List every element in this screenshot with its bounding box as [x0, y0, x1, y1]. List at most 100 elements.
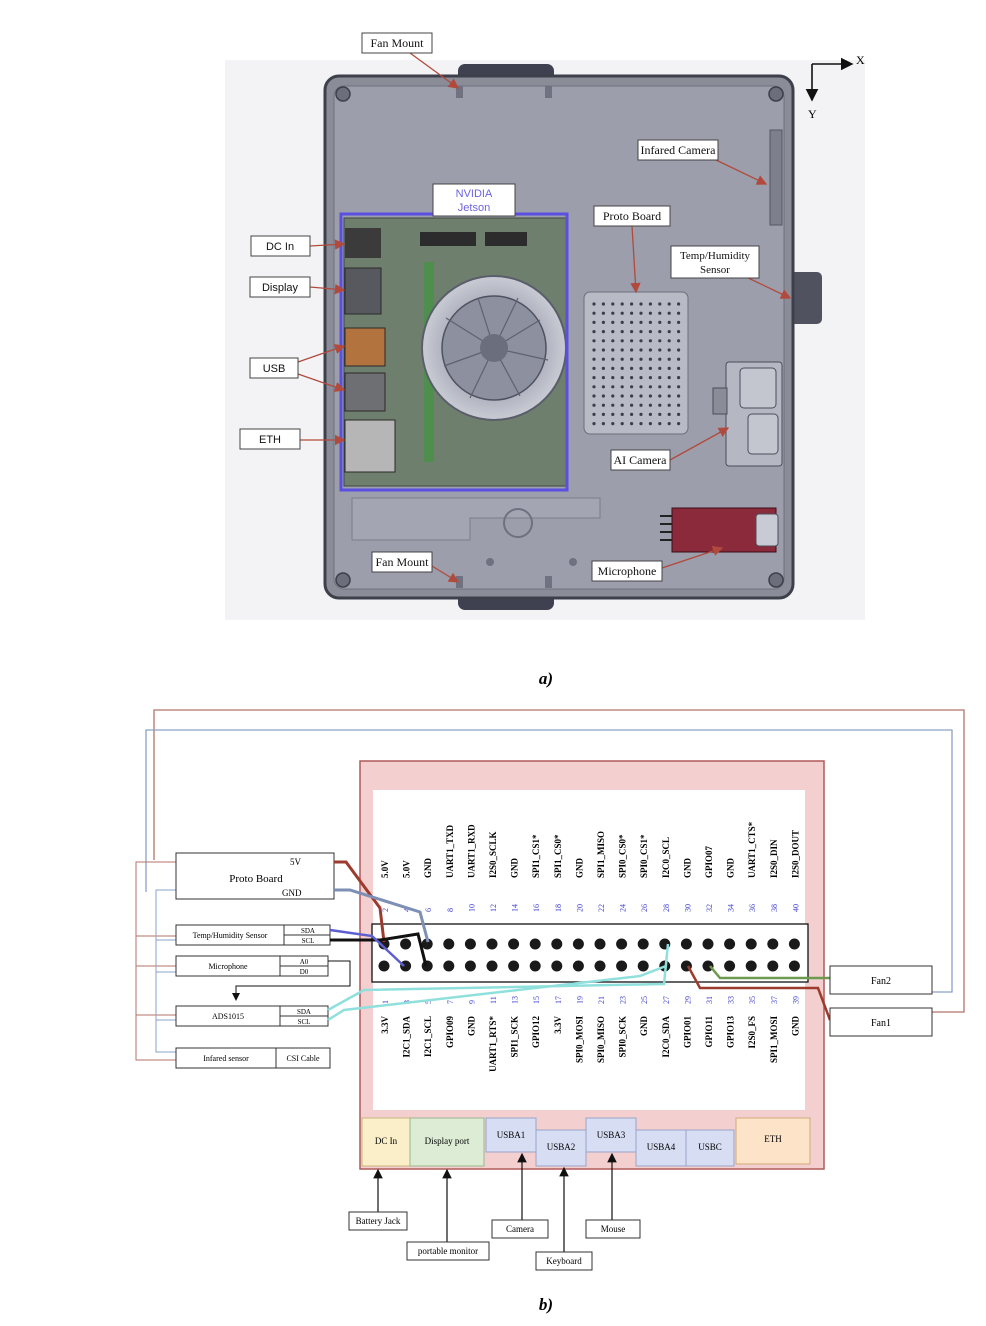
bottom-pin-number: 1 — [381, 1000, 390, 1004]
mic-a0-label: A0 — [300, 958, 309, 966]
top-pin-name: SPI1_CS0* — [553, 834, 563, 878]
proto-hole — [677, 412, 681, 416]
label-box — [432, 183, 516, 217]
proto-hole — [630, 320, 634, 324]
port-usba1 — [485, 1117, 537, 1153]
bottom-pin-number: 23 — [619, 996, 628, 1004]
gpio-pin-even — [464, 938, 476, 950]
gpio-pin-even — [508, 938, 520, 950]
top-pin-number: 6 — [424, 908, 433, 912]
proto-hole — [592, 330, 596, 334]
bottom-pin-number: 27 — [662, 996, 671, 1004]
device-portable-monitor: portable monitor — [418, 1246, 478, 1256]
proto-hole — [667, 422, 671, 426]
port-usbc — [685, 1129, 735, 1167]
device-mouse: Mouse — [601, 1224, 626, 1234]
label-proto-board: Proto Board — [603, 209, 661, 223]
bottom-pin-name: I2C1_SDA — [402, 1016, 412, 1058]
gpio-pin-odd — [529, 960, 541, 972]
screw-hole — [486, 558, 494, 566]
proto-hole — [658, 394, 662, 398]
top-pin-name: UART1_TXD — [445, 824, 455, 878]
proto-hole — [601, 412, 606, 416]
proto-hole — [677, 366, 681, 370]
proto-hole — [620, 394, 624, 398]
proto-hole — [667, 403, 671, 407]
proto-hole — [620, 403, 624, 407]
mic-d0-label: D0 — [300, 968, 309, 976]
port-dc-in — [361, 1117, 411, 1167]
label-nvidia: NVIDIA — [456, 188, 493, 200]
wire-fan1 — [686, 965, 832, 1021]
axis-y-label: Y — [808, 107, 817, 121]
proto-hole — [658, 302, 662, 306]
bottom-pin-number: 39 — [791, 996, 800, 1004]
proto-hole — [630, 385, 634, 389]
gpio-pin-odd — [745, 960, 757, 972]
proto-hole — [677, 403, 681, 407]
top-pin-number: 26 — [640, 904, 649, 912]
ribbon-connector — [420, 232, 476, 246]
proto-hole — [601, 366, 606, 370]
proto-hole — [630, 376, 634, 380]
port-display-label: Display port — [425, 1136, 470, 1146]
bottom-pin-number: 31 — [705, 996, 714, 1004]
wire-scl-black — [330, 932, 428, 967]
temp-scl-label: SCL — [302, 937, 315, 945]
proto-hole — [639, 348, 643, 352]
bottom-pin-number: 17 — [554, 996, 563, 1004]
proto-hole — [620, 422, 624, 426]
pin-box — [279, 1015, 329, 1027]
top-pin-name: SPI1_MISO — [596, 831, 606, 878]
top-pin-number: 34 — [727, 904, 736, 912]
proto-hole — [620, 366, 624, 370]
device-arrows — [373, 1152, 617, 1252]
proto-hole — [639, 320, 643, 324]
proto-hole — [648, 394, 653, 398]
gpio-pin-even — [529, 938, 541, 950]
device-keyboard: Keyboard — [546, 1256, 582, 1266]
proto-hole — [658, 412, 662, 416]
top-pin-name: GND — [682, 858, 692, 879]
proto-hole — [611, 385, 615, 389]
proto-hole — [677, 302, 681, 306]
bottom-pin-name: GPIO11 — [704, 1016, 714, 1048]
proto-hole — [630, 311, 634, 315]
proto-hole — [592, 422, 596, 426]
proto-hole — [611, 311, 615, 315]
proto-hole — [648, 376, 653, 380]
proto-hole — [630, 348, 634, 352]
gpio-pin-even — [616, 938, 628, 950]
lower-cutout — [351, 497, 601, 541]
proto-hole — [667, 302, 671, 306]
proto-hole — [592, 302, 596, 306]
proto-hole — [667, 348, 671, 352]
gpio-pin-even — [551, 938, 563, 950]
bottom-pin-name: SPI1_SCK — [510, 1016, 520, 1058]
port-dc-in-label: DC In — [375, 1136, 398, 1146]
ai-camera-base — [747, 413, 779, 455]
gpio-pin-even — [745, 938, 757, 950]
usb-connector-2 — [344, 372, 386, 412]
proto-hole — [677, 330, 681, 334]
device-box — [535, 1251, 593, 1271]
ai-camera-connector — [712, 387, 728, 415]
top-pin-name: SPI0_CS0* — [618, 834, 628, 878]
label-ai-camera: AI Camera — [614, 453, 668, 467]
label-box — [371, 551, 433, 573]
proto-hole — [639, 376, 643, 380]
microphone-pins — [660, 515, 672, 541]
top-pin-name: GND — [510, 858, 520, 879]
proto-hole — [611, 348, 615, 352]
top-pin-number: 14 — [511, 904, 520, 912]
top-pin-name: GND — [574, 858, 584, 879]
label-usb: USB — [263, 363, 286, 375]
proto-hole — [592, 357, 596, 361]
screw-hole — [569, 558, 577, 566]
fan2-box — [829, 965, 933, 995]
bottom-pin-name: SPI1_MOSI — [769, 1016, 779, 1064]
proto-hole — [658, 330, 662, 334]
bottom-pin-name: I2C0_SDA — [661, 1016, 671, 1058]
proto-hole — [648, 412, 653, 416]
axis-x-label: X — [856, 53, 865, 67]
